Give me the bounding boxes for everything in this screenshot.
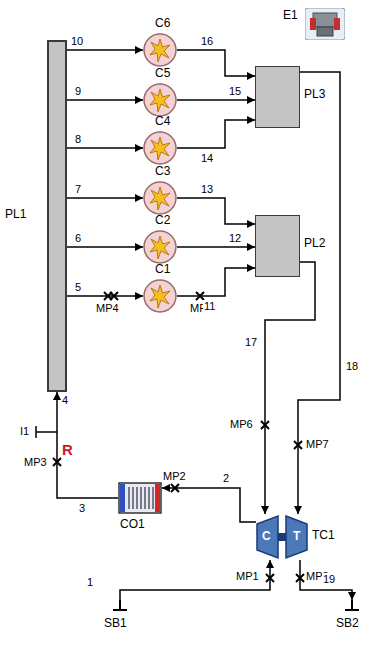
flow-connector	[67, 99, 143, 101]
flow-connector	[120, 560, 270, 600]
flow-connector	[177, 246, 255, 248]
callout-label: 4	[62, 394, 68, 407]
flow-connector	[162, 488, 256, 522]
engine-icon: E1	[305, 8, 345, 40]
engine-graphic	[305, 8, 345, 40]
flow-connector	[177, 120, 255, 148]
pipe-number: 17	[244, 336, 258, 349]
cooler-box: CO1	[118, 482, 162, 514]
mp-mark	[171, 484, 179, 492]
node-label: PL3	[304, 87, 325, 101]
pipe-number: 8	[74, 133, 82, 146]
node-label: C5	[155, 66, 170, 80]
pipe-number: 3	[78, 502, 86, 515]
cylinder-circle: C6	[143, 33, 177, 67]
measure-point-label: MP3	[24, 456, 47, 469]
cylinder-circle: C2	[143, 230, 177, 264]
pipe-number: 15	[228, 85, 242, 98]
flow-connector	[177, 50, 255, 76]
node-label: C1	[155, 262, 170, 276]
node-label: C3	[155, 164, 170, 178]
cooler-graphic	[118, 482, 162, 514]
measure-point-label: MP7	[306, 438, 329, 451]
node-label: SB1	[104, 616, 127, 630]
callout-label: I1	[20, 425, 29, 438]
mp-mark	[53, 458, 61, 466]
pipe-number: 19	[322, 573, 336, 586]
node-label: C6	[155, 16, 170, 30]
cylinder-icon	[143, 83, 177, 117]
cylinder-icon	[143, 230, 177, 264]
cylinder-icon	[143, 181, 177, 215]
flow-connector	[265, 262, 315, 514]
mp-mark	[261, 421, 269, 429]
pipe-number: 13	[200, 183, 214, 196]
cylinder-circle: C3	[143, 181, 177, 215]
measure-point-label: MP2	[163, 470, 186, 483]
injector-symbol	[36, 426, 57, 438]
node-label: CO1	[120, 517, 145, 531]
node-label: PL2	[304, 236, 325, 250]
plenum-box: PL2	[255, 215, 300, 277]
cylinder-circle: C4	[143, 131, 177, 165]
node-label: PL1	[5, 207, 26, 221]
flow-connector	[67, 246, 143, 248]
cylinder-circle: C1	[143, 279, 177, 313]
pipe-number: 18	[345, 360, 359, 373]
measure-point-label: MP6	[230, 418, 253, 431]
cylinder-circle: C5	[143, 83, 177, 117]
cylinder-icon	[143, 279, 177, 313]
mp-mark	[296, 574, 304, 582]
flow-connector	[57, 392, 118, 498]
turbocharger: TC1CT	[256, 514, 308, 560]
plenum-box: PL1	[47, 40, 67, 392]
pipe-number: 9	[74, 85, 82, 98]
pipe-number: 2	[222, 472, 230, 485]
measure-point-label: MP4	[96, 302, 119, 315]
pipe-number: 14	[200, 152, 214, 165]
flow-connector	[177, 198, 255, 224]
pipe-number: 16	[200, 35, 214, 48]
mp-mark	[104, 292, 118, 300]
flow-connector	[67, 295, 143, 297]
plenum-box: PL3	[255, 66, 300, 128]
mp-mark	[196, 292, 204, 300]
pipe-number: 12	[228, 232, 242, 245]
node-label: TC1	[312, 528, 335, 542]
pipe-number: 5	[74, 281, 82, 294]
measure-point-label: MP1	[236, 570, 259, 583]
boundary-symbol: SB2	[344, 600, 360, 612]
mp-mark	[266, 574, 274, 582]
boundary-graphic	[344, 600, 360, 612]
turbo-part-letter: C	[262, 529, 271, 543]
node-label: SB2	[336, 616, 359, 630]
flow-connector	[67, 147, 143, 149]
node-label: C2	[155, 213, 170, 227]
turbo-part-letter: T	[293, 529, 300, 543]
flow-connector	[298, 72, 340, 514]
pipe-number: 11	[203, 300, 216, 313]
flow-connector	[300, 560, 352, 600]
pipe-number: 7	[74, 183, 82, 196]
pipe-number: 6	[74, 232, 82, 245]
node-label: C4	[155, 114, 170, 128]
boundary-symbol: SB1	[112, 600, 128, 612]
flow-connector	[177, 99, 255, 101]
flow-connector	[67, 49, 143, 51]
pipe-number: 1	[86, 576, 94, 589]
node-label: E1	[283, 8, 298, 22]
callout-label: R	[62, 442, 73, 458]
cylinder-icon	[143, 33, 177, 67]
cylinder-icon	[143, 131, 177, 165]
flow-connector	[67, 197, 143, 199]
boundary-graphic	[112, 600, 128, 612]
flow-connector	[177, 268, 255, 296]
mp-mark	[294, 441, 302, 449]
pipe-number: 10	[70, 35, 84, 48]
